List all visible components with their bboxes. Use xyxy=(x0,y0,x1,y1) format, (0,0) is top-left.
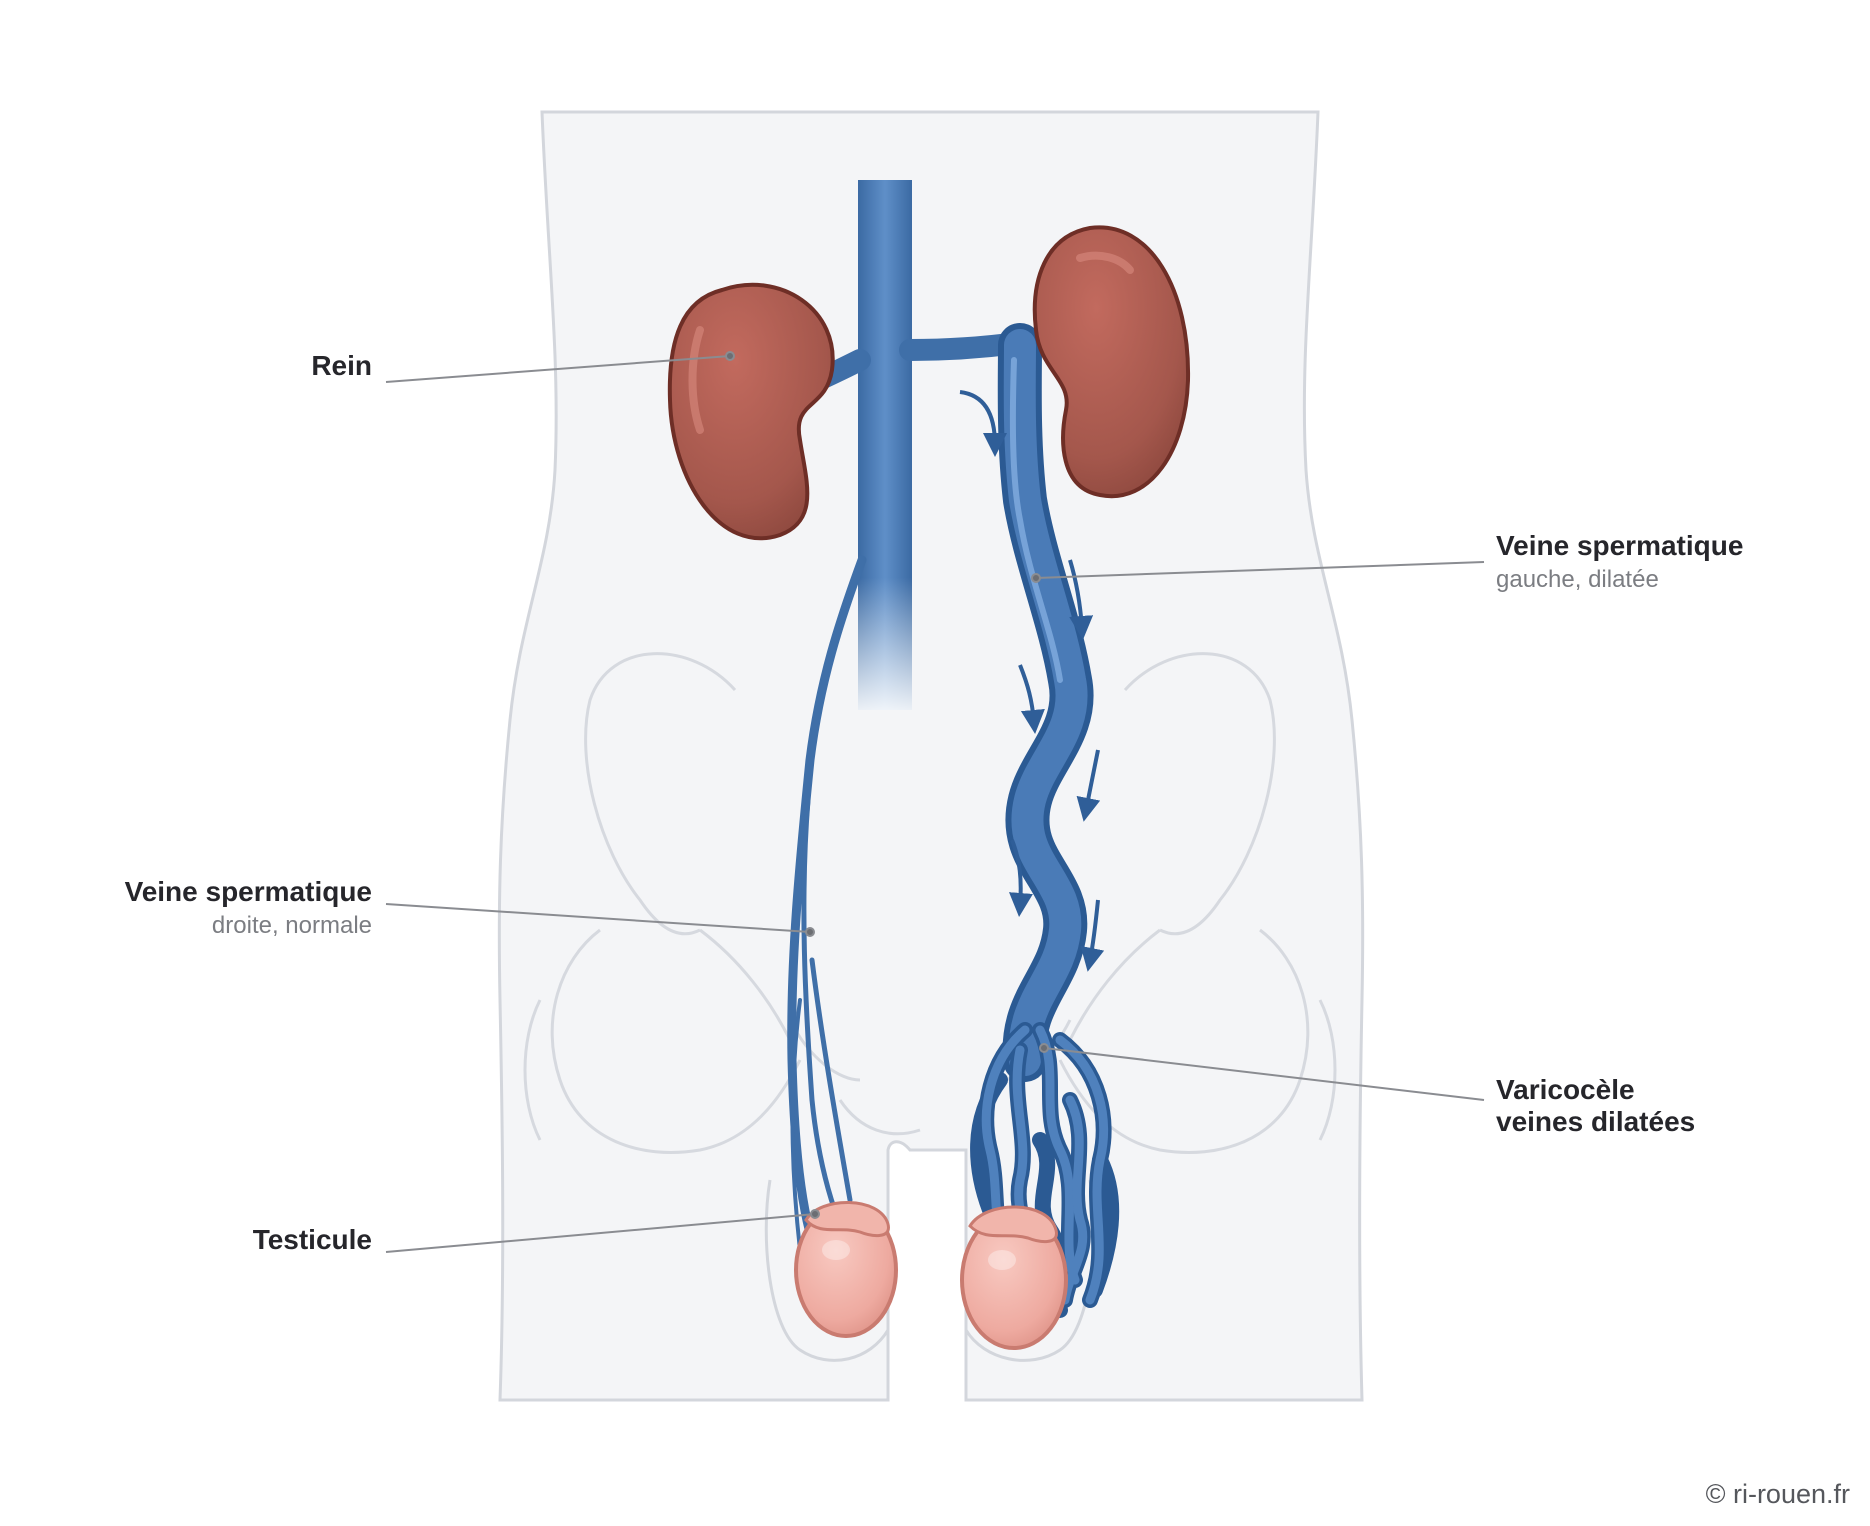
label-veine-gauche: Veine spermatique gauche, dilatée xyxy=(1496,530,1836,594)
label-rein-title: Rein xyxy=(311,350,372,381)
pointer-dot xyxy=(810,1209,820,1219)
arrow xyxy=(959,390,1007,457)
label-veine-droite-title: Veine spermatique xyxy=(124,876,372,907)
copyright-notice: © ri-rouen.fr xyxy=(1705,1479,1850,1509)
label-rein: Rein xyxy=(160,350,372,382)
pelvis-bones xyxy=(523,652,1337,1154)
label-veine-droite-subtitle: droite, normale xyxy=(211,912,372,940)
arrow xyxy=(1008,839,1033,917)
leader-line-veine-droite xyxy=(385,903,811,933)
arrow xyxy=(1076,749,1101,822)
label-veine-gauche-subtitle: gauche, dilatée xyxy=(1496,566,1659,594)
label-testicule-title: Testicule xyxy=(252,1224,372,1255)
label-veine-gauche-title: Veine spermatique xyxy=(1496,530,1744,561)
vena-cava xyxy=(789,180,1061,710)
pointer-dot xyxy=(1039,1043,1049,1053)
body-silhouette xyxy=(497,110,1365,1402)
pointer-dot xyxy=(1031,573,1041,583)
left-testicle xyxy=(960,1205,1068,1350)
torso-outline xyxy=(497,110,1365,1402)
label-testicule: Testicule xyxy=(140,1224,372,1256)
leader-line-rein xyxy=(385,355,731,383)
pointer-dot xyxy=(805,927,815,937)
leader-line-testicule xyxy=(385,1213,816,1253)
arrow xyxy=(1018,664,1045,734)
reflux-arrows xyxy=(959,390,1105,972)
label-varicocele-title: Varicocèle xyxy=(1496,1074,1635,1105)
label-veine-droite: Veine spermatique droite, normale xyxy=(40,876,372,940)
right-testicle xyxy=(794,1201,898,1338)
leader-line-veine-gauche xyxy=(1035,561,1485,579)
arrow xyxy=(1080,899,1105,972)
leader-lines xyxy=(385,351,1485,1253)
left-kidney xyxy=(1032,225,1191,499)
arrow xyxy=(1068,559,1094,640)
pointer-dot xyxy=(725,351,735,361)
leader-line-varicocele xyxy=(1043,1047,1485,1101)
label-varicocele: Varicocèle veines dilatées xyxy=(1496,1074,1836,1138)
right-kidney xyxy=(667,282,835,541)
label-varicocele-subtitle: veines dilatées xyxy=(1496,1106,1696,1138)
right-spermatic-vein xyxy=(787,555,867,1252)
